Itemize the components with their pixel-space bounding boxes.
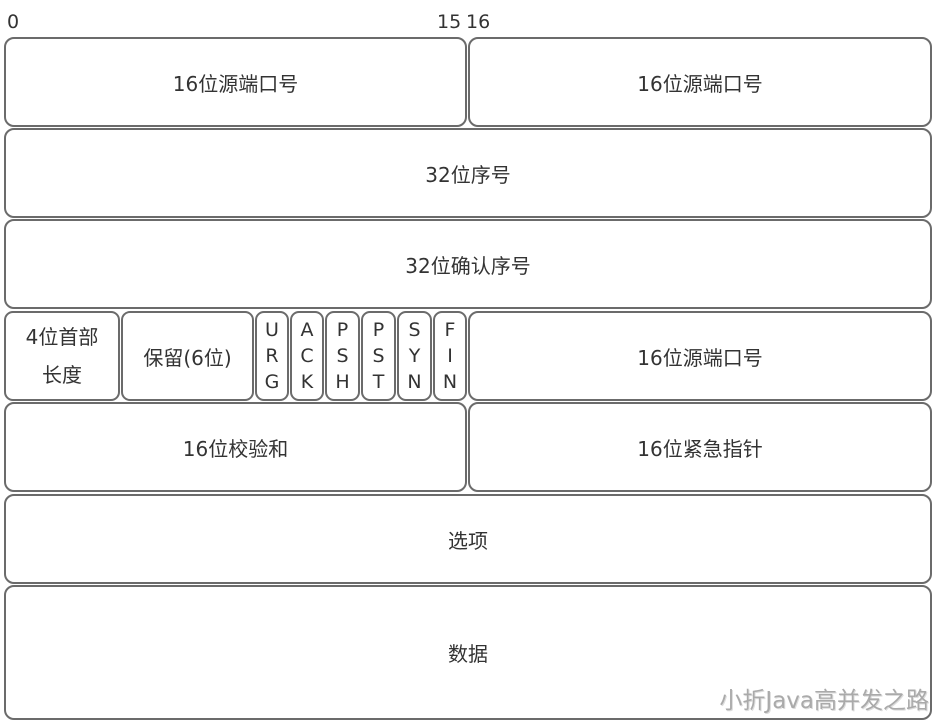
flag-char: R [265,345,279,367]
flag-char: K [300,371,314,393]
watermark: 小折Java高并发之路 [719,688,929,714]
data-label: 数据 [448,642,488,666]
flag-char: I [447,345,453,367]
sequence-number-field: 32位序号 [4,128,932,218]
options-label: 选项 [448,528,488,553]
bit-label-0: 0 [7,11,20,33]
flag-char: N [407,371,422,393]
options-field: 选项 [4,494,932,584]
flag-ack: A C K [290,311,324,401]
flag-char: P [336,319,349,341]
urgent-pointer-field: 16位紧急指针 [468,402,932,492]
flag-char: F [444,319,456,341]
flag-char: N [442,371,458,393]
bit-label-16: 16 [466,11,491,33]
flag-char: S [336,345,349,367]
destination-port-field: 16位源端口号 [468,37,932,127]
destination-port-label: 16位源端口号 [637,71,763,96]
source-port-label: 16位源端口号 [172,71,299,96]
reserved-label: 保留(6位) [143,345,232,370]
flag-char: U [265,319,279,341]
ack-number-field: 32位确认序号 [4,219,932,309]
sequence-number-label: 32位序号 [425,162,511,187]
flag-urg: U R G [255,311,289,401]
data-field: 数据 [4,585,932,720]
urgent-pointer-label: 16位紧急指针 [637,436,763,461]
window-size-field: 16位源端口号 [468,311,932,401]
bit-label-15: 15 [437,11,462,33]
flag-char: S [372,345,385,367]
flag-char: H [335,371,350,393]
flag-char: P [372,319,385,341]
flag-char: S [408,319,421,341]
source-port-field: 16位源端口号 [4,37,467,127]
header-length-line1: 4位首部 [25,325,99,349]
checksum-label: 16位校验和 [182,436,289,461]
flag-fin: F I N [433,311,467,401]
reserved-field: 保留(6位) [121,311,254,401]
flag-char: A [300,319,314,341]
flag-char: T [372,371,385,393]
flag-psh: P S H [325,311,360,401]
flag-char: Y [408,345,421,367]
window-size-label: 16位源端口号 [637,345,763,370]
checksum-field: 16位校验和 [4,402,467,492]
flag-char: G [264,371,280,393]
flag-char: C [300,345,314,367]
flag-syn: S Y N [397,311,432,401]
header-length-line2: 长度 [42,363,82,387]
header-length-field: 4位首部 长度 [4,311,120,401]
ack-number-label: 32位确认序号 [405,253,531,278]
flag-pst: P S T [361,311,396,401]
